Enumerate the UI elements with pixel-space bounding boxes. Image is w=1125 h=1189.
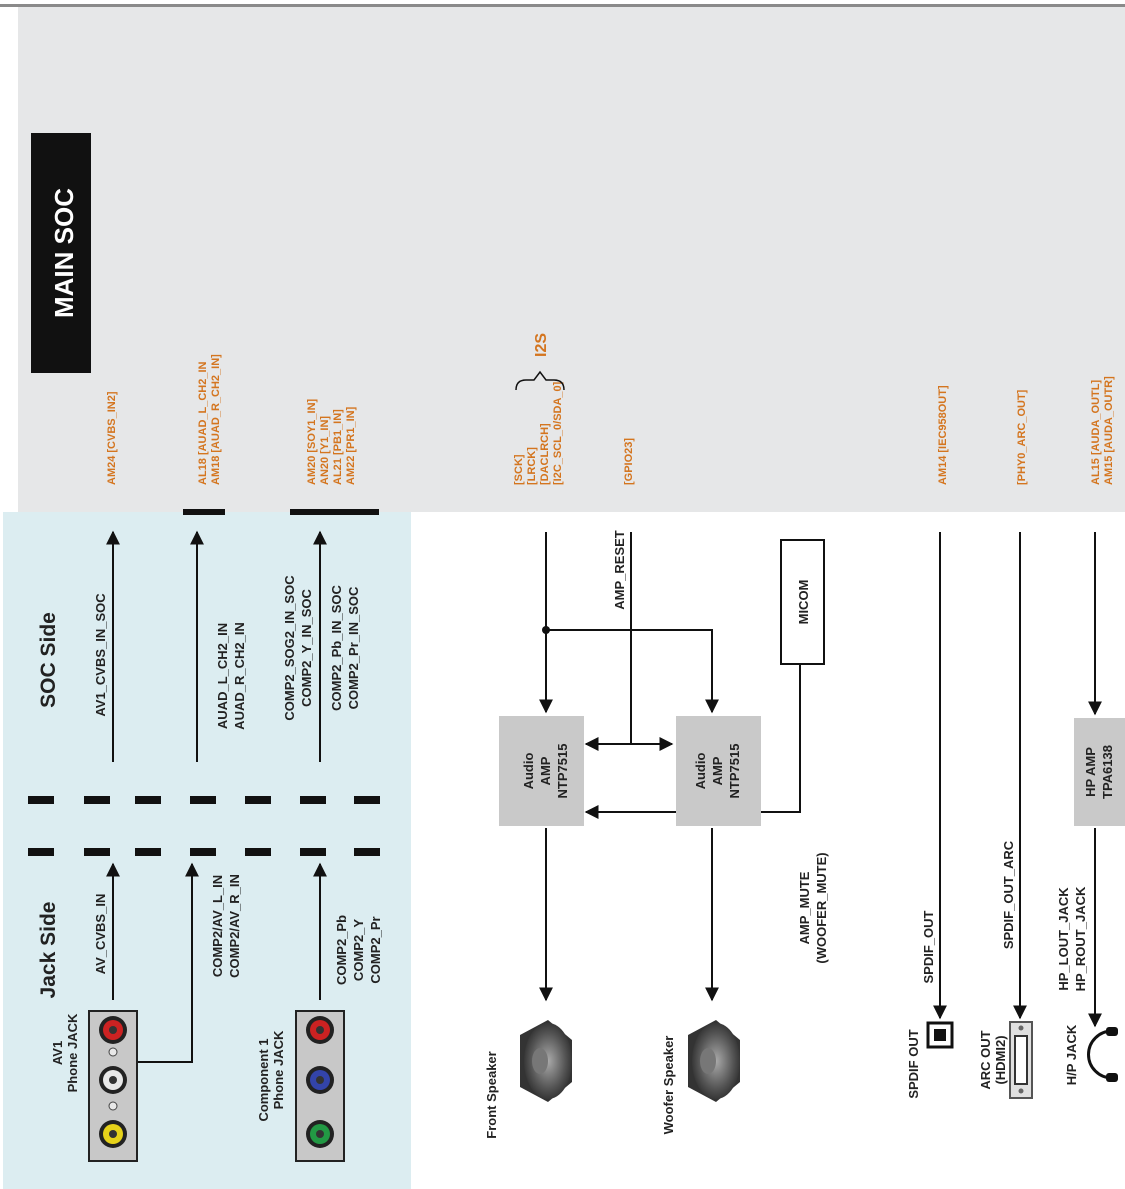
spdif-out-signal: SPDIF_OUT	[921, 910, 936, 983]
jack-side-title: Jack Side	[37, 902, 60, 999]
i2s-brace	[515, 370, 565, 391]
pin-sck: [SCK]	[513, 454, 525, 485]
component-phone-jack	[295, 1010, 345, 1162]
woofer-speaker-icon	[688, 1020, 740, 1102]
audio-amp-2-line-3: NTP7515	[727, 744, 742, 799]
spdif-out-icon	[926, 1021, 954, 1049]
pin-i2c: [I2C_SCL_0/SDA_0]	[552, 381, 564, 485]
sig-comp2-y: COMP2_Y_IN_SOC	[299, 589, 314, 707]
audio-amp-2-line-1: Audio	[693, 753, 708, 790]
sig-av-cvbs: AV_CVBS_IN	[93, 894, 108, 975]
headphone-icon	[1087, 1027, 1118, 1082]
sig-auad-l: AUAD_L_CH2_IN	[215, 623, 230, 729]
audio-amp-1-line-2: AMP	[538, 756, 553, 785]
component-jack-label-1: Component 1	[256, 1038, 271, 1121]
pin-aud-l: AL18 [AUAD_L_CH2_IN	[197, 361, 209, 485]
pin-comp-soy: AM20 [SOY1_IN]	[306, 398, 318, 485]
front-speaker-label: Front Speaker	[484, 1051, 499, 1138]
woofer-speaker-label: Woofer Speaker	[661, 1036, 676, 1135]
hp-amp-line-1: HP AMP	[1083, 747, 1098, 797]
pin-cvbs: AM24 [CVBS_IN2]	[106, 391, 118, 485]
pin-auda-r: AM15 [AUDA_OUTR]	[1103, 376, 1115, 485]
sig-comp2-y-jack: COMP2_Y	[351, 919, 366, 981]
pin-lrck: [LRCK]	[526, 447, 538, 485]
soc-region	[18, 7, 1125, 512]
hp-jack-label: H/P JACK	[1064, 1024, 1079, 1085]
pin-gpio: [GPIO23]	[623, 438, 635, 485]
audio-amp-1-block	[499, 716, 584, 826]
pin-auda-l: AL15 [AUDA_OUTL]	[1090, 380, 1102, 485]
i2s-label: I2S	[533, 333, 550, 357]
audio-amp-1-line-1: Audio	[521, 753, 536, 790]
hp-amp-block	[1074, 718, 1125, 826]
pin-daclrch: [DACLRCH]	[539, 423, 551, 485]
pin-comp-y: AN20 [Y1_IN]	[319, 416, 331, 485]
pin-iec: AM14 [IEC958OUT]	[937, 385, 949, 485]
hp-lout-signal: HP_LOUT_JACK	[1056, 887, 1071, 991]
micom-block	[780, 539, 825, 665]
arc-out-label-1: ARC OUT	[978, 1030, 993, 1089]
audio-amp-2-line-2: AMP	[710, 756, 725, 785]
sig-comp2-av-r: COMP2/AV_R_IN	[227, 874, 242, 978]
hp-rout-signal: HP_ROUT_JACK	[1073, 886, 1088, 991]
amp-reset-label: AMP_RESET	[612, 530, 627, 610]
soc-side-title: SOC Side	[37, 612, 60, 708]
sig-comp2-pb-jack: COMP2_Pb	[334, 915, 349, 985]
panel-separator	[28, 796, 380, 856]
front-speaker-icon	[520, 1020, 572, 1102]
arc-out-hdmi-icon	[1009, 1021, 1033, 1099]
pin-arc: [PHY0_ARC_OUT]	[1016, 389, 1028, 485]
av1-jack-label-2: Phone JACK	[65, 1013, 80, 1092]
micom-label: MICOM	[796, 580, 811, 625]
woofer-mute-label: (WOOFER_MUTE)	[814, 852, 829, 963]
spdif-out-arc-signal: SPDIF_OUT_ARC	[1001, 840, 1016, 949]
sig-comp2-sog2: COMP2_SOG2_IN_SOC	[282, 575, 297, 721]
av1-jack-label-1: AV1	[50, 1041, 65, 1065]
pin-comp-pr: AM22 [PR1_IN]	[345, 406, 357, 485]
spdif-out-label: SPDIF OUT	[906, 1029, 921, 1098]
sig-comp2-pr: COMP2_Pr_IN_SOC	[346, 586, 361, 709]
audio-amp-2-block	[676, 716, 761, 826]
sig-comp2-av-l: COMP2/AV_L_IN	[210, 875, 225, 977]
pin-comp-pb: AL21 [PB1_IN]	[332, 409, 344, 485]
pin-aud-r: AM18 [AUAD_R_CH2_IN]	[210, 354, 222, 485]
main-soc-title: MAIN SOC	[49, 188, 79, 318]
hp-amp-line-2: TPA6138	[1100, 745, 1115, 799]
sig-comp2-pb: COMP2_Pb_IN_SOC	[329, 585, 344, 711]
arc-out-label-2: (HDMI2)	[993, 1035, 1008, 1084]
sig-comp2-pr-jack: COMP2_Pr	[368, 916, 383, 983]
sig-av1-cvbs-soc: AV1_CVBS_IN_SOC	[93, 593, 108, 717]
audio-amp-1-line-3: NTP7515	[555, 744, 570, 799]
amp-mute-label: AMP_MUTE	[797, 871, 812, 944]
av1-phone-jack	[88, 1010, 138, 1162]
main-soc-title-box	[31, 133, 91, 373]
sig-auad-r: AUAD_R_CH2_IN	[232, 622, 247, 730]
component-jack-label-2: Phone JACK	[271, 1030, 286, 1109]
